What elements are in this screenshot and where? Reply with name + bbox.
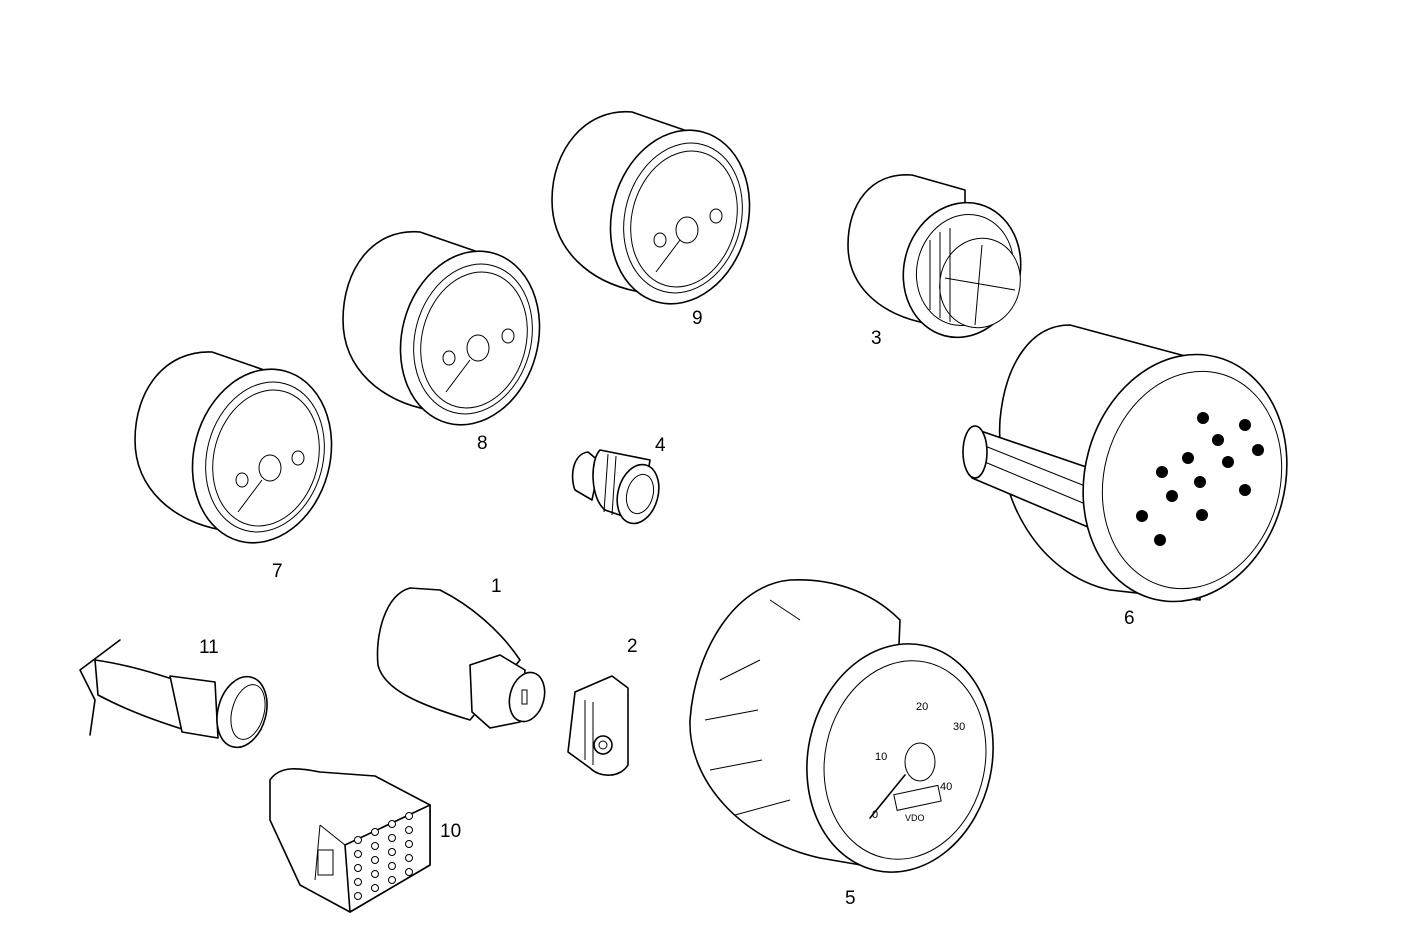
connector-pin	[371, 856, 379, 864]
tick-label-40: 40	[940, 781, 952, 793]
callout-5: 5	[845, 888, 856, 909]
part-3-cap	[847, 174, 1022, 339]
callout-3: 3	[871, 328, 882, 349]
callout-4: 4	[655, 435, 666, 456]
connector-pin	[354, 892, 362, 900]
connector-pin	[371, 884, 379, 892]
connector-pin	[354, 850, 362, 858]
part-1-sensor	[376, 587, 546, 729]
connector-pin	[388, 862, 396, 870]
part-5-speedometer: 0 10 20 30 40 VDO	[689, 578, 994, 873]
part-11-cable-connector	[79, 639, 268, 749]
tick-label-0: 0	[872, 809, 878, 821]
connector-pin	[405, 826, 413, 834]
connector-pin	[405, 868, 413, 876]
callout-6: 6	[1124, 608, 1135, 629]
callout-2: 2	[627, 636, 638, 657]
part-2-clip	[567, 675, 629, 776]
connector-pin	[405, 840, 413, 848]
callout-7: 7	[272, 561, 283, 582]
connector-pin	[405, 812, 413, 820]
connector-pin	[354, 836, 362, 844]
callout-11: 11	[199, 637, 219, 658]
connector-pin	[388, 834, 396, 842]
connector-pin	[354, 878, 362, 886]
callout-1: 1	[491, 576, 502, 597]
connector-pin	[388, 876, 396, 884]
tick-label-30: 30	[953, 721, 965, 733]
part-8-gauge	[342, 231, 541, 426]
part-7-gauge	[134, 351, 333, 544]
callout-10: 10	[440, 821, 461, 842]
connector-pin	[371, 870, 379, 878]
callout-8: 8	[477, 433, 488, 454]
connector-pin	[354, 864, 362, 872]
connector-pin	[371, 828, 379, 836]
odometer-window-label: VDO	[905, 813, 925, 823]
connector-pin	[388, 848, 396, 856]
connector-pin	[371, 842, 379, 850]
connector-pin	[405, 854, 413, 862]
part-6-tachometer	[962, 324, 1288, 603]
part-9-gauge	[551, 111, 751, 305]
part-4-plug	[571, 449, 660, 525]
part-10-multipin-connector	[269, 768, 431, 913]
tick-label-20: 20	[916, 701, 928, 713]
callout-9: 9	[692, 308, 703, 329]
tick-label-10: 10	[875, 751, 887, 763]
connector-pin	[388, 820, 396, 828]
